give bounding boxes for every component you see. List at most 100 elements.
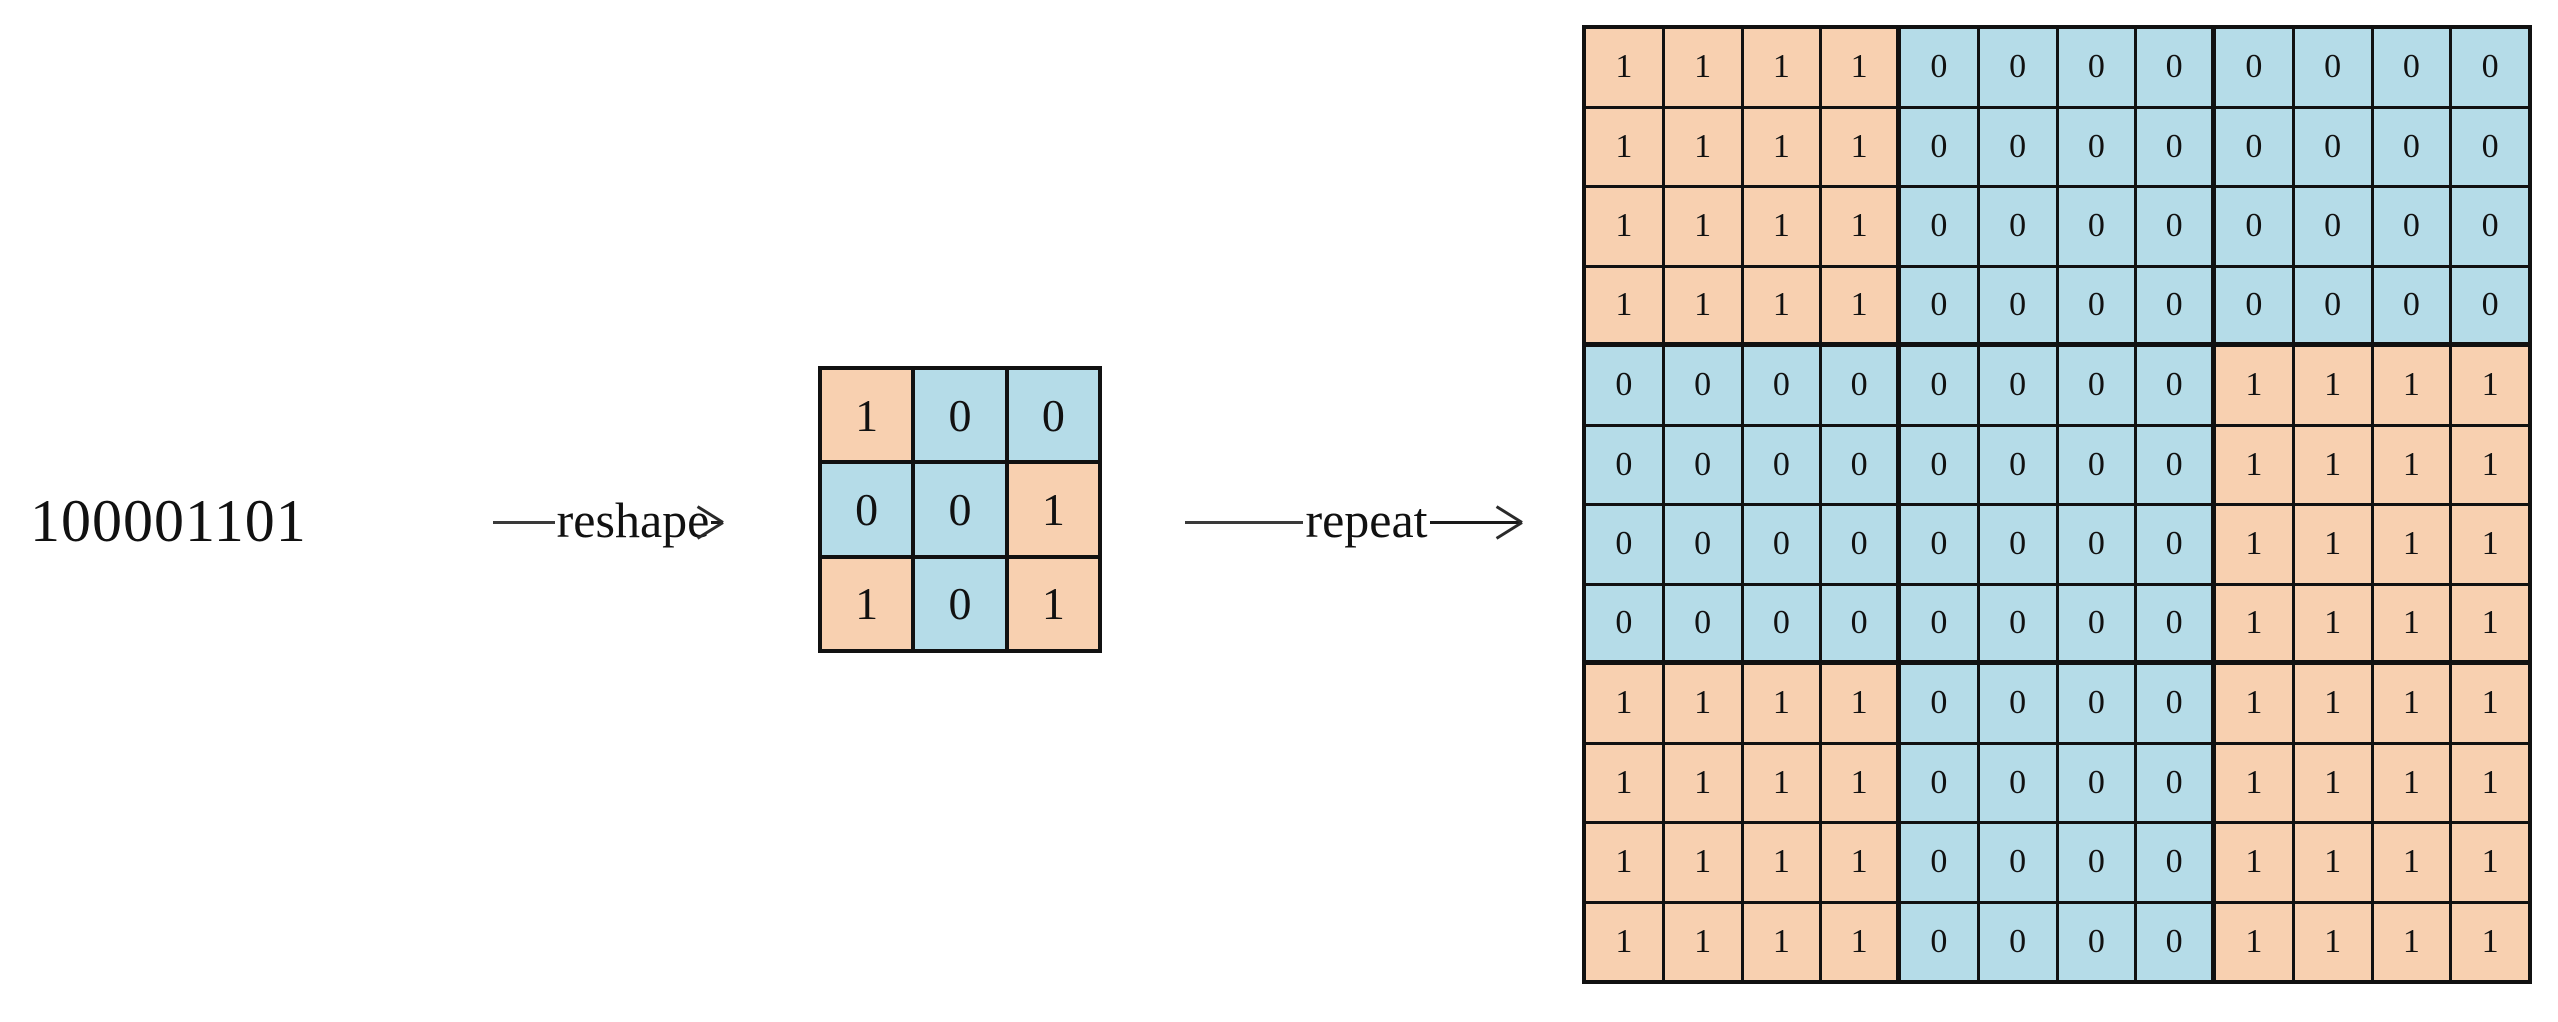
reshape-arrow-label: reshape [556,492,710,548]
matrix-cell: 0 [2373,108,2450,185]
matrix-cell: 0 [1743,426,1820,503]
matrix-cell: 0 [2058,347,2135,424]
matrix-cell: 1 [2216,744,2292,821]
matrix-cell: 0 [2058,29,2135,106]
matrix-cell: 1 [2294,824,2371,901]
binary-source-string: 100001101 [30,488,307,554]
matrix-cell: 0 [1822,347,1901,424]
matrix-cell: 1 [1743,29,1820,106]
matrix-cell: 0 [1979,665,2056,742]
matrix-cell: 1 [2294,347,2371,424]
matrix-cell: 0 [1979,824,2056,901]
matrix-cell: 1 [2294,585,2371,665]
matrix-cell: 1 [2216,824,2292,901]
matrix-cell: 0 [1979,29,2056,106]
matrix-cell: 1 [1008,464,1098,555]
matrix-cell: 0 [1979,426,2056,503]
matrix-cell: 1 [2373,744,2450,821]
arrow-tail-line [492,520,555,524]
matrix-cell: 1 [1743,824,1820,901]
matrix-cell: 0 [1901,903,1977,980]
matrix-cell: 0 [1664,585,1741,665]
matrix-cell: 1 [1664,824,1741,901]
matrix-cell: 1 [1664,665,1741,742]
matrix-cell: 0 [2373,29,2450,106]
matrix-cell: 0 [1822,585,1901,665]
matrix-cell: 1 [2373,585,2450,665]
matrix-cell: 0 [2058,267,2135,347]
matrix-cell: 1 [2294,744,2371,821]
matrix-cell: 0 [2058,744,2135,821]
matrix-cell: 1 [1822,267,1901,347]
matrix-cell: 1 [2294,506,2371,583]
matrix-cell: 0 [1743,347,1820,424]
matrix-cell: 1 [2452,426,2528,503]
matrix-cell: 0 [1586,347,1662,424]
matrix-cell: 1 [2294,426,2371,503]
matrix-cell: 1 [1586,188,1662,265]
matrix-cell: 0 [2137,824,2216,901]
arrow-tail-line [1185,520,1304,524]
matrix-cell: 0 [1979,267,2056,347]
matrix-cell: 0 [2216,29,2292,106]
matrix-cell: 0 [2137,29,2216,106]
matrix-cell: 1 [1664,267,1741,347]
matrix-cell: 0 [2294,267,2371,347]
matrix-cell: 0 [2294,188,2371,265]
matrix-cell: 0 [1901,585,1977,665]
matrix-cell: 0 [2452,188,2528,265]
matrix-cell: 1 [2452,824,2528,901]
matrix-cell: 0 [1008,370,1098,461]
matrix-cell: 1 [1664,29,1741,106]
matrix-cell: 0 [1743,506,1820,583]
matrix-cell: 0 [2137,903,2216,980]
matrix-cell: 1 [2373,824,2450,901]
matrix-cell: 1 [1743,744,1820,821]
matrix-cell: 1 [1822,824,1901,901]
matrix-cell: 1 [2452,585,2528,665]
matrix-cell: 0 [2058,824,2135,901]
matrix-cell: 0 [2216,188,2292,265]
matrix-cell: 1 [2216,585,2292,665]
matrix-cell: 1 [1743,188,1820,265]
matrix-cell: 1 [2216,903,2292,980]
matrix-cell: 0 [2137,744,2216,821]
matrix-cell: 0 [2216,108,2292,185]
matrix-cell: 0 [1979,188,2056,265]
matrix-cell: 0 [2216,267,2292,347]
matrix-cell: 0 [1901,29,1977,106]
matrix-cell: 1 [1586,267,1662,347]
matrix-cell: 0 [2137,188,2216,265]
matrix-cell: 0 [2137,665,2216,742]
matrix-cell: 0 [1979,108,2056,185]
matrix-cell: 0 [915,558,1005,649]
matrix-cell: 0 [2294,108,2371,185]
matrix-cell: 0 [915,370,1005,461]
matrix-cell: 0 [2058,506,2135,583]
matrix-cell: 0 [1901,267,1977,347]
matrix-cell: 1 [1664,108,1741,185]
matrix-cell: 1 [1822,188,1901,265]
matrix-cell: 1 [1664,188,1741,265]
matrix-cell: 1 [822,558,912,649]
matrix-cell: 0 [2137,267,2216,347]
matrix-cell: 0 [822,464,912,555]
matrix-cell: 1 [1586,903,1662,980]
matrix-cell: 0 [1664,347,1741,424]
matrix-cell: 0 [2452,267,2528,347]
matrix-cell: 0 [2058,665,2135,742]
matrix-cell: 0 [1979,903,2056,980]
matrix-cell: 1 [1008,558,1098,649]
matrix-cell: 1 [2452,506,2528,583]
matrix-cell: 1 [2373,665,2450,742]
matrix-cell: 0 [1979,347,2056,424]
matrix-cell: 0 [2137,108,2216,185]
matrix-cell: 0 [1901,665,1977,742]
matrix-cell: 0 [2137,347,2216,424]
matrix-cell: 1 [1664,903,1741,980]
matrix-cell: 1 [2452,903,2528,980]
matrix-cell: 1 [2294,903,2371,980]
repeat-arrow-label: repeat [1305,492,1428,548]
